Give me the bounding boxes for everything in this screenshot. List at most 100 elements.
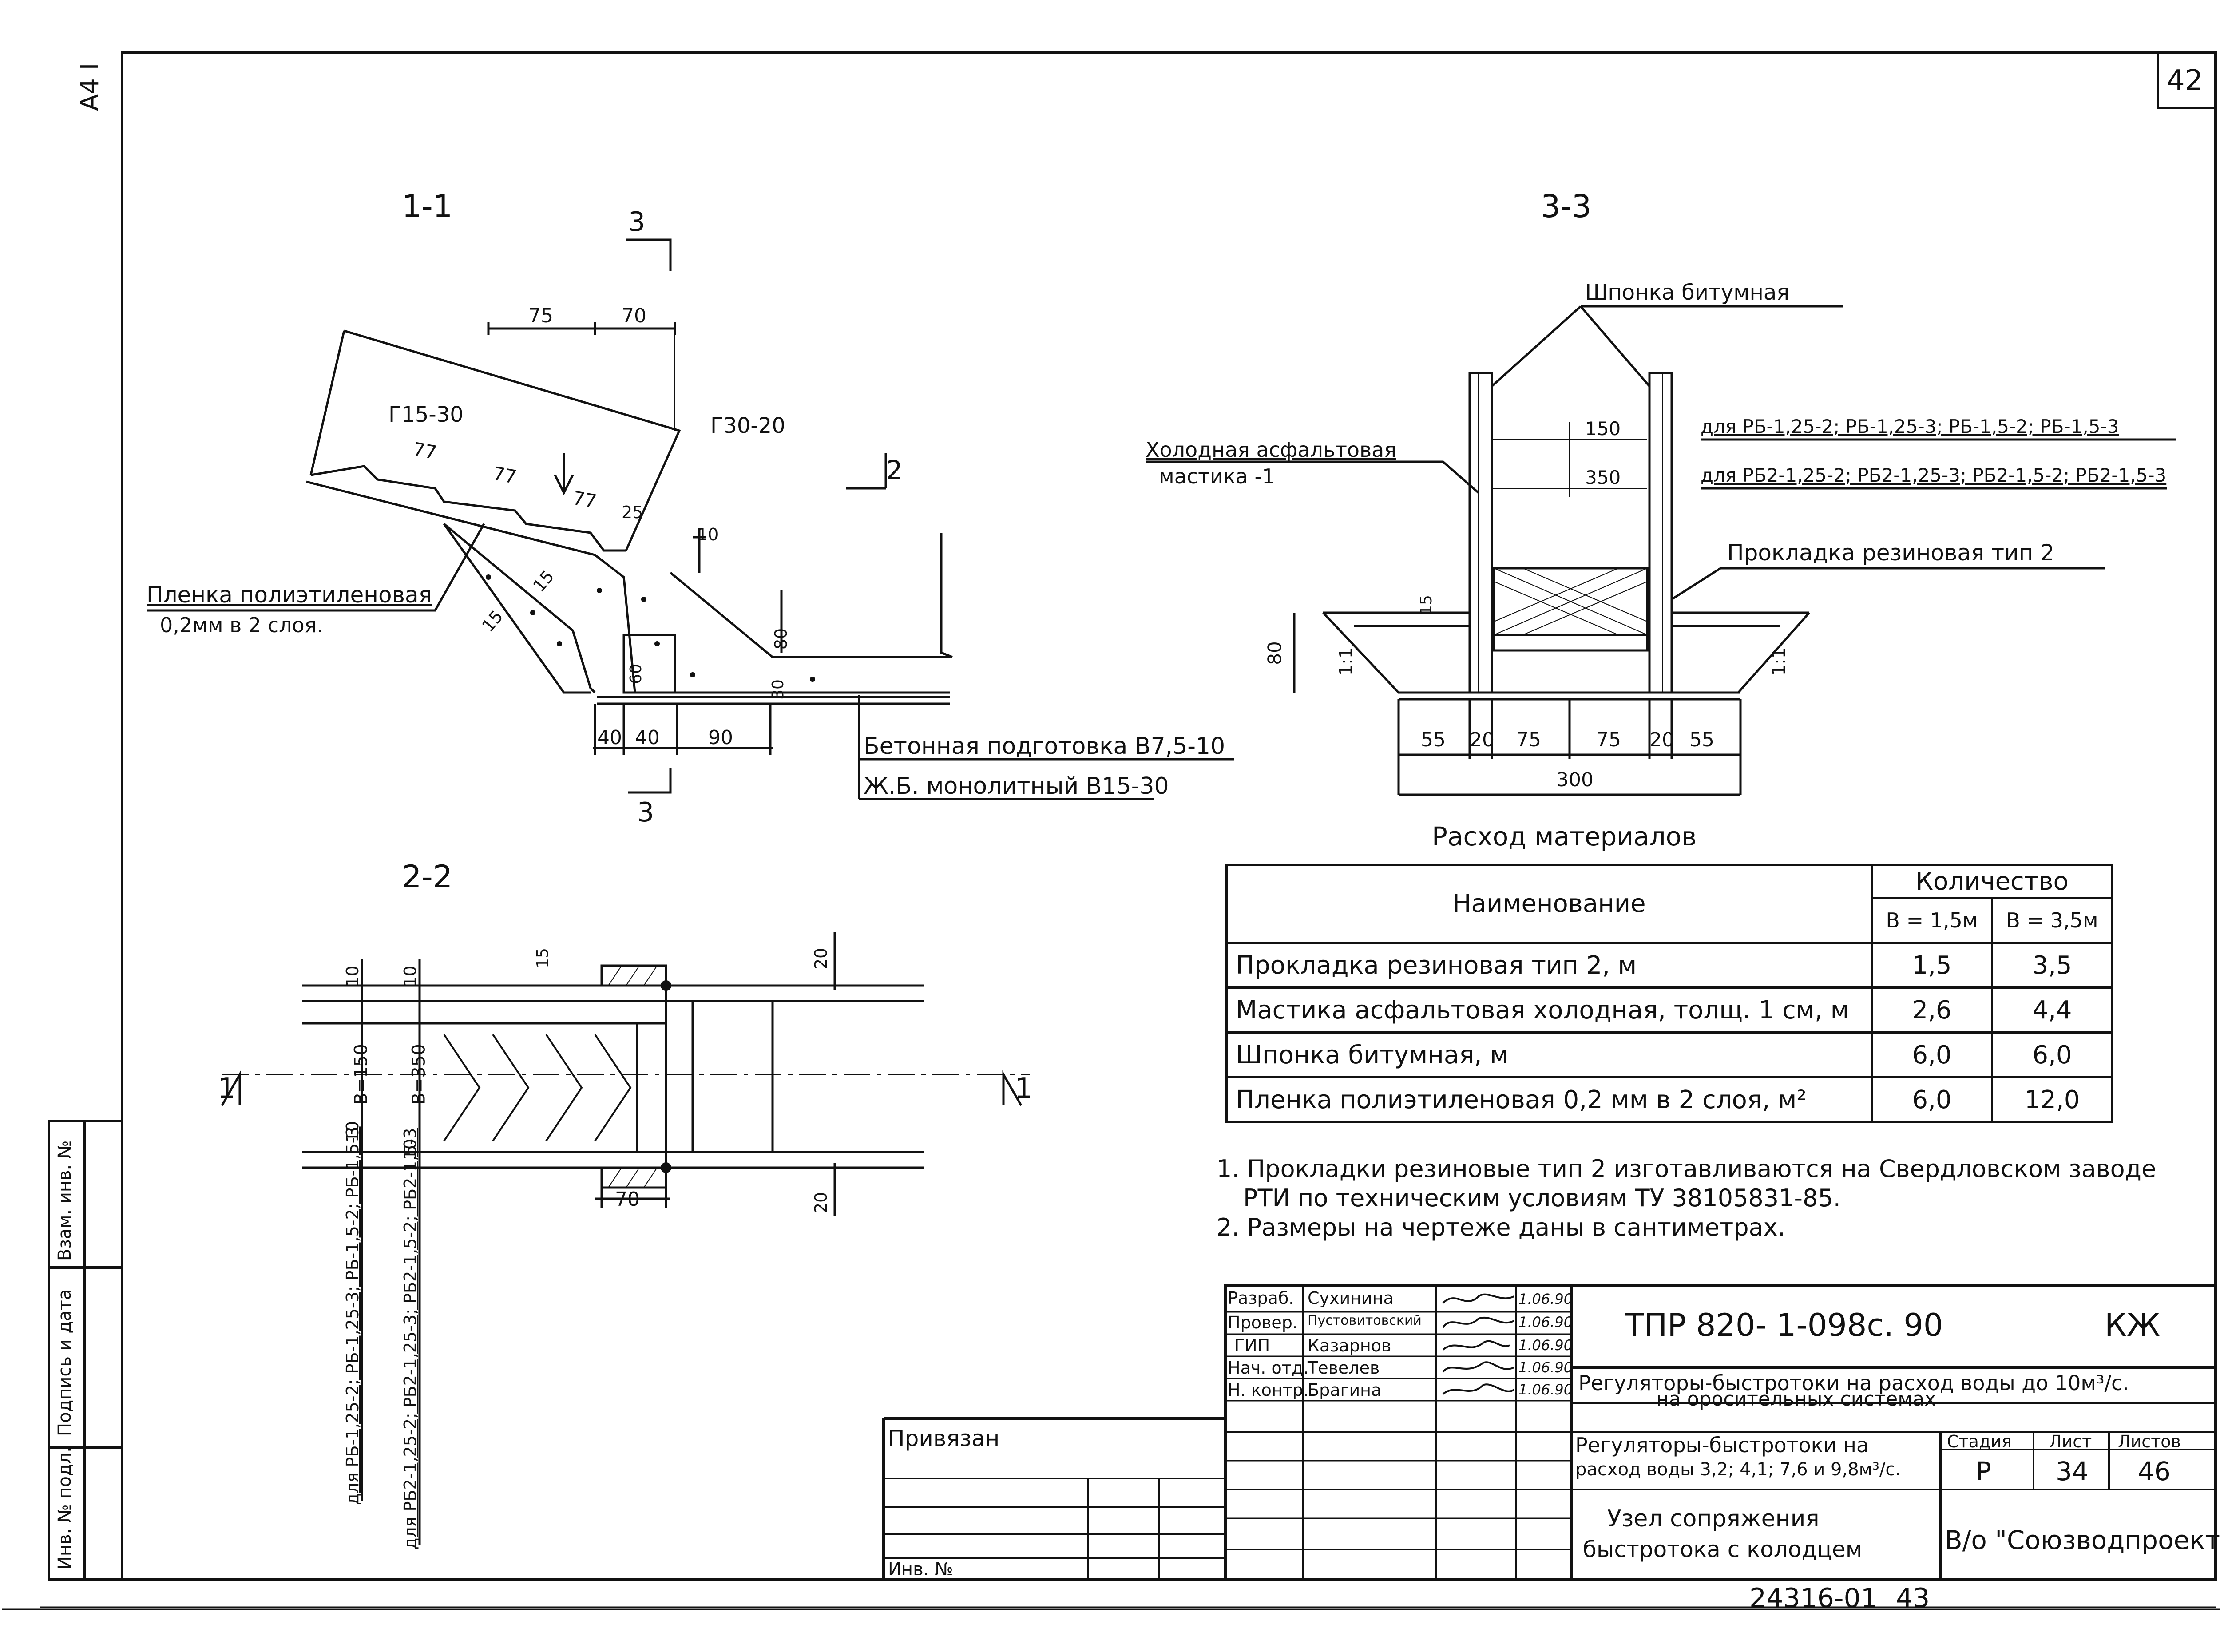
sheets-label: Листов xyxy=(2118,1432,2181,1451)
note-2: 2. Размеры на чертеже даны в сантиметрах… xyxy=(1217,1213,1785,1241)
dim-40b: 40 xyxy=(635,726,660,749)
s33-d75b: 75 xyxy=(1596,729,1621,751)
tb-date-4: 1.06.90 xyxy=(1518,1359,1573,1376)
doc-code: ТПР 820- 1-098с. 90 xyxy=(1625,1307,1943,1343)
bottom-code: 24316-01 xyxy=(1749,1583,1878,1614)
table-row: Мастика асфальтовая холодная, толщ. 1 см… xyxy=(1225,986,2113,1034)
tb-name-3: Казарнов xyxy=(1308,1336,1391,1355)
s33-d75a: 75 xyxy=(1516,729,1541,751)
subtitle-2: расход воды 3,2; 4,1; 7,6 и 9,8м³/с. xyxy=(1575,1459,1901,1480)
sheet-number: 42 xyxy=(2167,64,2203,97)
tb-date-3: 1.06.90 xyxy=(1518,1337,1573,1354)
tb-role-5: Н. контр. xyxy=(1228,1380,1309,1400)
for-rb2-label: для РБ2-1,25-2; РБ2-1,25-3; РБ2-1,5-2; Р… xyxy=(1701,464,2167,486)
s33-d20a: 20 xyxy=(1470,729,1495,751)
bound-label: Привязан xyxy=(888,1426,1000,1451)
section-2-2-title: 2-2 xyxy=(402,859,453,895)
note-1: 1. Прокладки резиновые тип 2 изготавлива… xyxy=(1217,1155,2157,1183)
tb-role-4: Нач. отд. xyxy=(1228,1358,1309,1378)
cut-3-bottom: 3 xyxy=(637,797,654,828)
mastic-label: Холодная асфальтовая xyxy=(1146,438,1396,462)
row-name: Мастика асфальтовая холодная, толщ. 1 см… xyxy=(1225,986,1873,1034)
tb-date-1: 1.06.90 xyxy=(1518,1291,1573,1307)
tb-name-1: Сухинина xyxy=(1308,1288,1394,1308)
dim-90: 90 xyxy=(708,726,733,749)
rc-mono-label: Ж.Б. монолитный В15-30 xyxy=(864,773,1169,800)
organization: В/о "Союзводпроект" xyxy=(1945,1525,2220,1555)
gasket-label: Прокладка резиновая тип 2 xyxy=(1727,540,2054,566)
dim-70: 70 xyxy=(622,305,646,327)
subtitle: Регуляторы-быстротоки на xyxy=(1575,1433,1869,1457)
dim-350: 350 xyxy=(1585,467,1621,488)
table-row: Пленка полиэтиленовая 0,2 мм в 2 слоя, м… xyxy=(1225,1076,2113,1123)
bottom-page: 43 xyxy=(1896,1583,1930,1614)
for-rb-label: для РБ-1,25-2; РБ-1,25-3; РБ-1,5-2; РБ-1… xyxy=(1701,416,2119,437)
table-row: Шпонка битумная, м 6,0 6,0 xyxy=(1225,1031,2113,1078)
row-b15: 6,0 xyxy=(1871,1031,1993,1078)
label-g15-30: Г15-30 xyxy=(388,402,464,427)
s22-d70: 70 xyxy=(615,1188,640,1211)
col-b35: B = 3,5м xyxy=(1991,897,2113,944)
project-title-2: на оросительных системах xyxy=(1656,1388,1936,1410)
doc-mark: КЖ xyxy=(2105,1307,2161,1343)
tb-name-5: Брагина xyxy=(1308,1380,1382,1400)
inv-label: Инв. № xyxy=(888,1559,953,1580)
notes: 1. Прокладки резиновые тип 2 изготавлива… xyxy=(1217,1154,2156,1242)
table-row: Прокладка резиновая тип 2, м 1,5 3,5 xyxy=(1225,942,2113,989)
section-1-1-title: 1-1 xyxy=(402,188,453,225)
dim-25: 25 xyxy=(622,503,643,522)
project-title: Регуляторы-быстротоки на расход воды до … xyxy=(1578,1371,2129,1395)
drawing-name: Узел сопряжения xyxy=(1607,1505,1820,1532)
mastic-sub: мастика -1 xyxy=(1159,464,1275,488)
sheets-value: 46 xyxy=(2138,1456,2171,1486)
dim-150: 150 xyxy=(1585,418,1621,440)
row-b35: 6,0 xyxy=(1991,1031,2113,1078)
tb-role-3: ГИП xyxy=(1234,1336,1270,1355)
tb-name-2: Пустовитовский xyxy=(1308,1313,1422,1328)
row-b15: 6,0 xyxy=(1871,1076,1993,1123)
tb-date-2: 1.06.90 xyxy=(1518,1314,1573,1331)
cut-3-top: 3 xyxy=(628,206,646,238)
dim-75: 75 xyxy=(528,305,553,327)
materials-title: Расход материалов xyxy=(1432,821,1697,852)
row-name: Пленка полиэтиленовая 0,2 мм в 2 слоя, м… xyxy=(1225,1076,1873,1123)
label-g30-20: Г30-20 xyxy=(710,413,785,438)
cut-2: 2 xyxy=(886,455,903,486)
row-name: Прокладка резиновая тип 2, м xyxy=(1225,942,1873,989)
s33-d300: 300 xyxy=(1556,769,1594,791)
s33-d55b: 55 xyxy=(1689,729,1714,751)
row-b15: 2,6 xyxy=(1871,986,1993,1034)
s33-d55a: 55 xyxy=(1421,729,1446,751)
key-label: Шпонка битумная xyxy=(1585,280,1790,305)
row-b35: 4,4 xyxy=(1991,986,2113,1034)
s33-d20b: 20 xyxy=(1649,729,1674,751)
tb-name-4: Тевелев xyxy=(1308,1358,1380,1378)
row-b15: 1,5 xyxy=(1871,942,1993,989)
sheet-label: Лист xyxy=(2049,1432,2092,1451)
concrete-prep-label: Бетонная подготовка В7,5-10 xyxy=(864,733,1225,760)
tb-role-1: Разраб. xyxy=(1228,1288,1294,1308)
film-label: Пленка полиэтиленовая xyxy=(147,582,432,608)
dim-40a: 40 xyxy=(597,726,622,749)
stage-label: Стадия xyxy=(1947,1432,2012,1451)
row-name: Шпонка битумная, м xyxy=(1225,1031,1873,1078)
tb-role-2: Провер. xyxy=(1228,1313,1298,1332)
section-3-3-title: 3-3 xyxy=(1541,188,1592,225)
dim-10: 10 xyxy=(697,525,719,544)
col-name: Наименование xyxy=(1225,864,1873,944)
row-b35: 12,0 xyxy=(1991,1076,2113,1123)
col-qty: Количество xyxy=(1871,864,2113,899)
note-1b: РТИ по техническим условиям ТУ 38105831-… xyxy=(1243,1184,1841,1212)
tb-date-5: 1.06.90 xyxy=(1518,1381,1573,1398)
row-b35: 3,5 xyxy=(1991,942,2113,989)
materials-table: Наименование Количество B = 1,5м B = 3,5… xyxy=(1225,864,2113,1123)
col-b15: B = 1,5м xyxy=(1871,897,1993,944)
stage-value: Р xyxy=(1976,1456,1991,1486)
